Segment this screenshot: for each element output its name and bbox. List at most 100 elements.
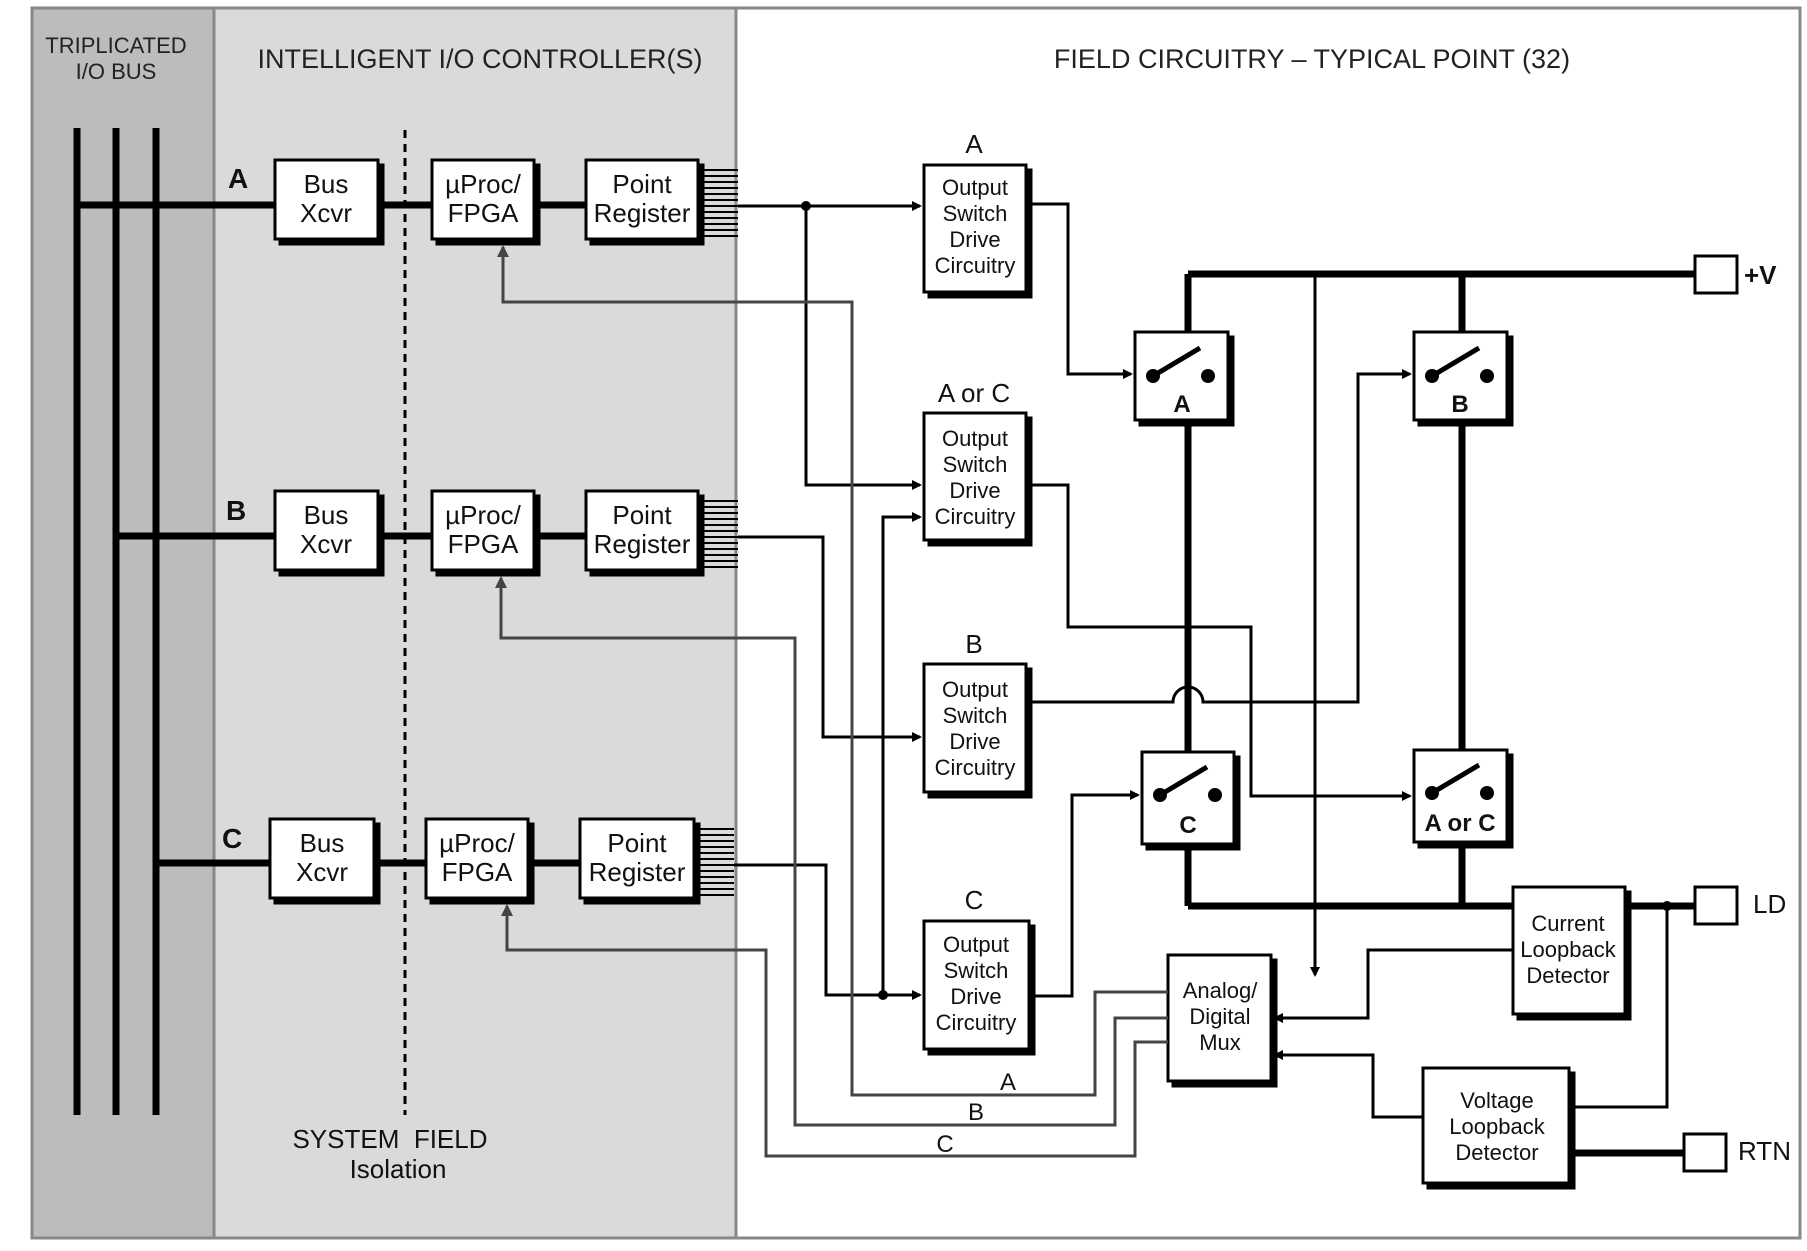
- proc-fpga-a: [430, 158, 536, 241]
- point-register-a: [584, 158, 700, 241]
- isolation-label-line2: Isolation: [350, 1154, 447, 1184]
- switch-a: A: [1133, 330, 1230, 422]
- driver-b-line3: Drive: [949, 729, 1000, 754]
- bus-xcvr-a-line2: Xcvr: [300, 198, 352, 228]
- point-register-c-line1: Point: [607, 828, 667, 858]
- feedback-label-b: B: [968, 1099, 984, 1126]
- voltage-detector-line1: Voltage: [1460, 1088, 1533, 1113]
- driver-aorc-line1: Output: [942, 426, 1008, 451]
- isolation-label-line1: SYSTEM FIELD: [292, 1124, 487, 1154]
- switch-aorc-label: A or C: [1424, 810, 1495, 837]
- driver-a: A Output Switch Drive Circuitry: [922, 129, 1028, 294]
- driver-aorc-line3: Drive: [949, 478, 1000, 503]
- voltage-loopback-detector: Voltage Loopback Detector: [1421, 1066, 1571, 1185]
- bus-xcvr-b: [273, 489, 380, 572]
- controllers-header: INTELLIGENT I/O CONTROLLER(S): [257, 44, 702, 74]
- terminal-rtn-label: RTN: [1738, 1136, 1791, 1166]
- point-register-a-line1: Point: [612, 169, 672, 199]
- analog-digital-mux: Analog/ Digital Mux: [1166, 953, 1273, 1083]
- proc-fpga-c-line2: FPGA: [442, 857, 513, 887]
- mux-line1: Analog/: [1183, 978, 1259, 1003]
- current-detector-line3: Detector: [1526, 963, 1609, 988]
- bus-header-line2: I/O BUS: [76, 59, 157, 84]
- driver-b-line1: Output: [942, 677, 1008, 702]
- point-register-b-line1: Point: [612, 500, 672, 530]
- proc-fpga-a-line2: FPGA: [448, 198, 519, 228]
- driver-aorc-line4: Circuitry: [935, 504, 1016, 529]
- bus-xcvr-c-line2: Xcvr: [296, 857, 348, 887]
- driver-c-line2: Switch: [944, 958, 1009, 983]
- bus-panel: [30, 6, 216, 1240]
- channel-c: C Bus Xcvr µProc/ FPGA Point Register: [156, 817, 734, 900]
- channel-b: B Bus Xcvr µProc/ FPGA Point Register: [116, 489, 738, 572]
- driver-b-line2: Switch: [943, 703, 1008, 728]
- register-pins-a: [703, 169, 738, 237]
- driver-a-line2: Switch: [943, 201, 1008, 226]
- driver-a-line4: Circuitry: [935, 253, 1016, 278]
- point-register-c: [578, 817, 696, 900]
- driver-aorc-line2: Switch: [943, 452, 1008, 477]
- driver-aorc-title: A or C: [938, 378, 1010, 408]
- feedback-label-c: C: [936, 1131, 953, 1158]
- register-pins-b: [703, 500, 738, 568]
- driver-b: B Output Switch Drive Circuitry: [922, 629, 1028, 794]
- voltage-detector-line3: Detector: [1455, 1140, 1538, 1165]
- channel-c-label: C: [222, 823, 242, 854]
- driver-a-title: A: [965, 129, 983, 159]
- driver-c: C Output Switch Drive Circuitry: [922, 885, 1031, 1051]
- current-detector-line1: Current: [1531, 911, 1604, 936]
- driver-a-line3: Drive: [949, 227, 1000, 252]
- switch-a-label: A: [1173, 391, 1190, 418]
- driver-c-line1: Output: [943, 932, 1009, 957]
- switch-b-label: B: [1451, 391, 1468, 418]
- driver-to-switch-wires: [1032, 202, 1412, 998]
- power-rails: [1184, 270, 1695, 977]
- driver-a-line1: Output: [942, 175, 1008, 200]
- point-register-a-line2: Register: [594, 198, 691, 228]
- detector-wires: [1273, 901, 1684, 1157]
- terminal-rtn: RTN: [1682, 1132, 1791, 1173]
- driver-c-line4: Circuitry: [936, 1010, 1017, 1035]
- bus-xcvr-a-line1: Bus: [304, 169, 349, 199]
- terminal-ld-label: LD: [1753, 889, 1786, 919]
- bus-xcvr-c: [268, 817, 376, 900]
- bus-header-line1: TRIPLICATED: [45, 33, 186, 58]
- point-register-b: [584, 489, 700, 572]
- proc-fpga-a-line1: µProc/: [445, 169, 521, 199]
- driver-a-or-c: A or C Output Switch Drive Circuitry: [922, 378, 1028, 542]
- bus-xcvr-a: [273, 158, 380, 241]
- mux-line3: Mux: [1199, 1030, 1241, 1055]
- driver-c-line3: Drive: [950, 984, 1001, 1009]
- driver-b-title: B: [965, 629, 982, 659]
- proc-fpga-b: [430, 489, 536, 572]
- terminal-plus-v: +V: [1693, 254, 1777, 295]
- switch-c-label: C: [1179, 812, 1196, 839]
- proc-fpga-b-line1: µProc/: [445, 500, 521, 530]
- feedback-wires: A B C: [495, 245, 1168, 1158]
- switch-b: B: [1412, 330, 1509, 422]
- point-register-b-line2: Register: [594, 529, 691, 559]
- channel-a: A Bus Xcvr µProc/ FPGA Point Register: [77, 158, 738, 241]
- driver-b-line4: Circuitry: [935, 755, 1016, 780]
- driver-c-title: C: [965, 885, 984, 915]
- switch-c: C: [1140, 750, 1236, 846]
- current-detector-line2: Loopback: [1520, 937, 1616, 962]
- mux-line2: Digital: [1189, 1004, 1250, 1029]
- bus-xcvr-b-line2: Xcvr: [300, 529, 352, 559]
- register-pins-c: [699, 828, 734, 896]
- register-to-driver-wires: [734, 201, 922, 1000]
- terminal-plus-v-label: +V: [1744, 260, 1777, 290]
- proc-fpga-b-line2: FPGA: [448, 529, 519, 559]
- point-register-c-line2: Register: [589, 857, 686, 887]
- terminal-ld: LD: [1693, 885, 1786, 926]
- switch-a-or-c: A or C: [1412, 748, 1509, 844]
- channel-a-label: A: [228, 163, 248, 194]
- bus-xcvr-c-line1: Bus: [300, 828, 345, 858]
- current-loopback-detector: Current Loopback Detector: [1511, 885, 1627, 1016]
- proc-fpga-c: [424, 817, 530, 900]
- field-header: FIELD CIRCUITRY – TYPICAL POINT (32): [1054, 44, 1570, 74]
- channel-b-label: B: [226, 495, 246, 526]
- bus-xcvr-b-line1: Bus: [304, 500, 349, 530]
- proc-fpga-c-line1: µProc/: [439, 828, 515, 858]
